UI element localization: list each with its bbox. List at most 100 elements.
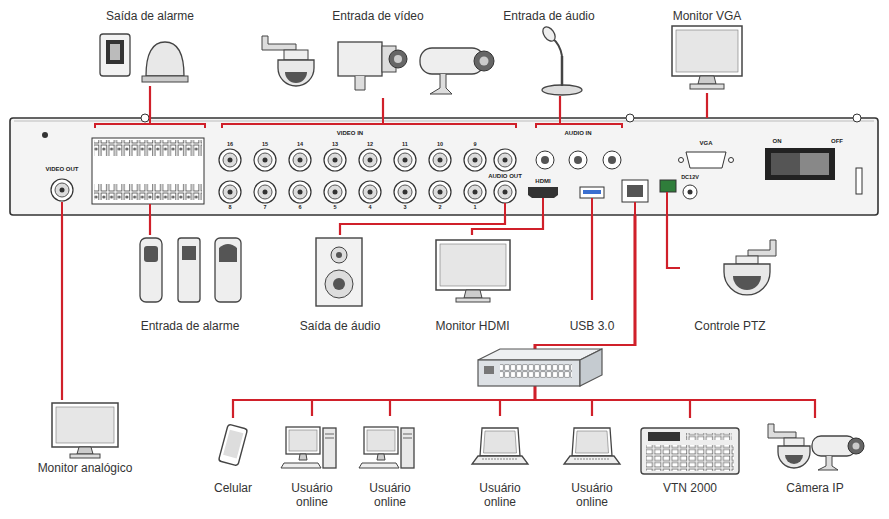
speed-dome-camera [285,72,307,83]
cable-connector [149,215,151,235]
analog-monitor [77,447,93,454]
bnc-connector [324,181,346,203]
port-label: AUDIO OUT [488,173,522,179]
dvr-rear-panel [683,185,697,199]
bnc-connector [324,181,346,203]
bnc-connector [263,158,268,163]
dvr-rear-panel [591,198,593,215]
bnc-connector [394,181,416,203]
device-caption: Saída de áudio [290,320,390,334]
device-caption: Câmera IP [760,482,870,496]
vtn-keyboard [648,432,680,441]
bnc-connector [438,158,443,163]
bnc-connector [429,181,451,203]
bnc-connector [464,149,486,171]
speaker [316,238,362,306]
bnc-connector [494,181,516,203]
alarm-strobe [142,42,188,82]
channel-number: 9 [473,142,476,148]
dvr-rear-panel [382,118,384,124]
vga-monitor [698,76,716,84]
analog-monitor [70,454,100,458]
cable-connector [312,215,635,416]
bnc-connector [51,179,73,201]
bnc-connector [219,181,241,203]
bnc-connector [258,185,272,199]
dvr-rear-panel [559,118,561,124]
bnc-connector [368,190,373,195]
dvr-rear-panel [94,184,202,200]
bnc-connector [293,153,307,167]
dvr-rear-panel [542,198,544,215]
bnc-connector [494,149,516,171]
channel-number: 4 [368,205,371,211]
ip-cameras [818,456,838,470]
bnc-connector [219,181,241,203]
bnc-connector [394,149,416,171]
bnc-connector [51,179,73,201]
pir-sensors [140,238,241,302]
bnc-connector [368,158,373,163]
bnc-connector [494,181,516,203]
device-node: USB 3.0 [562,300,622,336]
device-node: Entrada de áudio [500,8,598,96]
dvr-rear-panel [149,204,151,215]
dvr-rear-panel [771,153,829,175]
bnc-connector [328,185,342,199]
bnc-connector [298,158,303,163]
bnc-connector [359,149,381,171]
channel-number: 8 [228,205,231,211]
bnc-connector [398,185,412,199]
dvr-rear-panel [660,180,676,192]
bnc-connector [498,153,512,167]
device-caption: Usuário online [468,482,532,510]
device-node: Monitor analógico [25,400,145,478]
microphone [540,25,557,44]
channel-number: 2 [438,205,441,211]
dvr-rear-panel [603,151,621,169]
speaker [333,278,345,290]
laptop [564,428,620,464]
device-node: Saída de alarme [85,8,215,86]
alarm-strobe [142,76,188,82]
bnc-connector [223,185,237,199]
bnc-connector [359,181,381,203]
bnc-connector [473,158,478,163]
ip-cameras [853,443,860,450]
bnc-connector [254,181,276,203]
bnc-connector [359,149,381,171]
hdmi-monitor [436,240,510,290]
bnc-connector [403,158,408,163]
channel-number: 16 [227,142,233,148]
cable-connector [667,215,680,268]
bnc-connector [403,190,408,195]
alarm-siren [110,44,120,60]
bnc-connector [293,185,307,199]
cell-phone [218,424,247,466]
vtn-keyboard [641,428,739,474]
analog-monitor [52,403,118,458]
ip-cameras [784,438,804,446]
dvr-rear-panel [61,202,63,215]
dvr-rear-panel [536,151,554,169]
dvr-rear-panel [141,114,149,122]
cable-connector [535,215,690,418]
device-caption: VTN 2000 [638,482,742,496]
channel-number: 7 [263,205,266,211]
bnc-connector [494,149,516,171]
device-node: VTN 2000 [638,418,742,498]
cable-connector [382,98,384,118]
device-node: Usuário online [468,416,532,512]
ptz-camera [733,276,761,290]
bnc-connector [429,149,451,171]
bnc-connector [298,190,303,195]
speaker [331,247,347,263]
channel-number: 15 [262,142,268,148]
device-caption: Monitor HDMI [425,320,520,334]
vga-monitor [676,30,738,72]
channel-number: 3 [403,205,406,211]
bnc-connector [498,185,512,199]
dvr-rear-panel [634,202,636,215]
